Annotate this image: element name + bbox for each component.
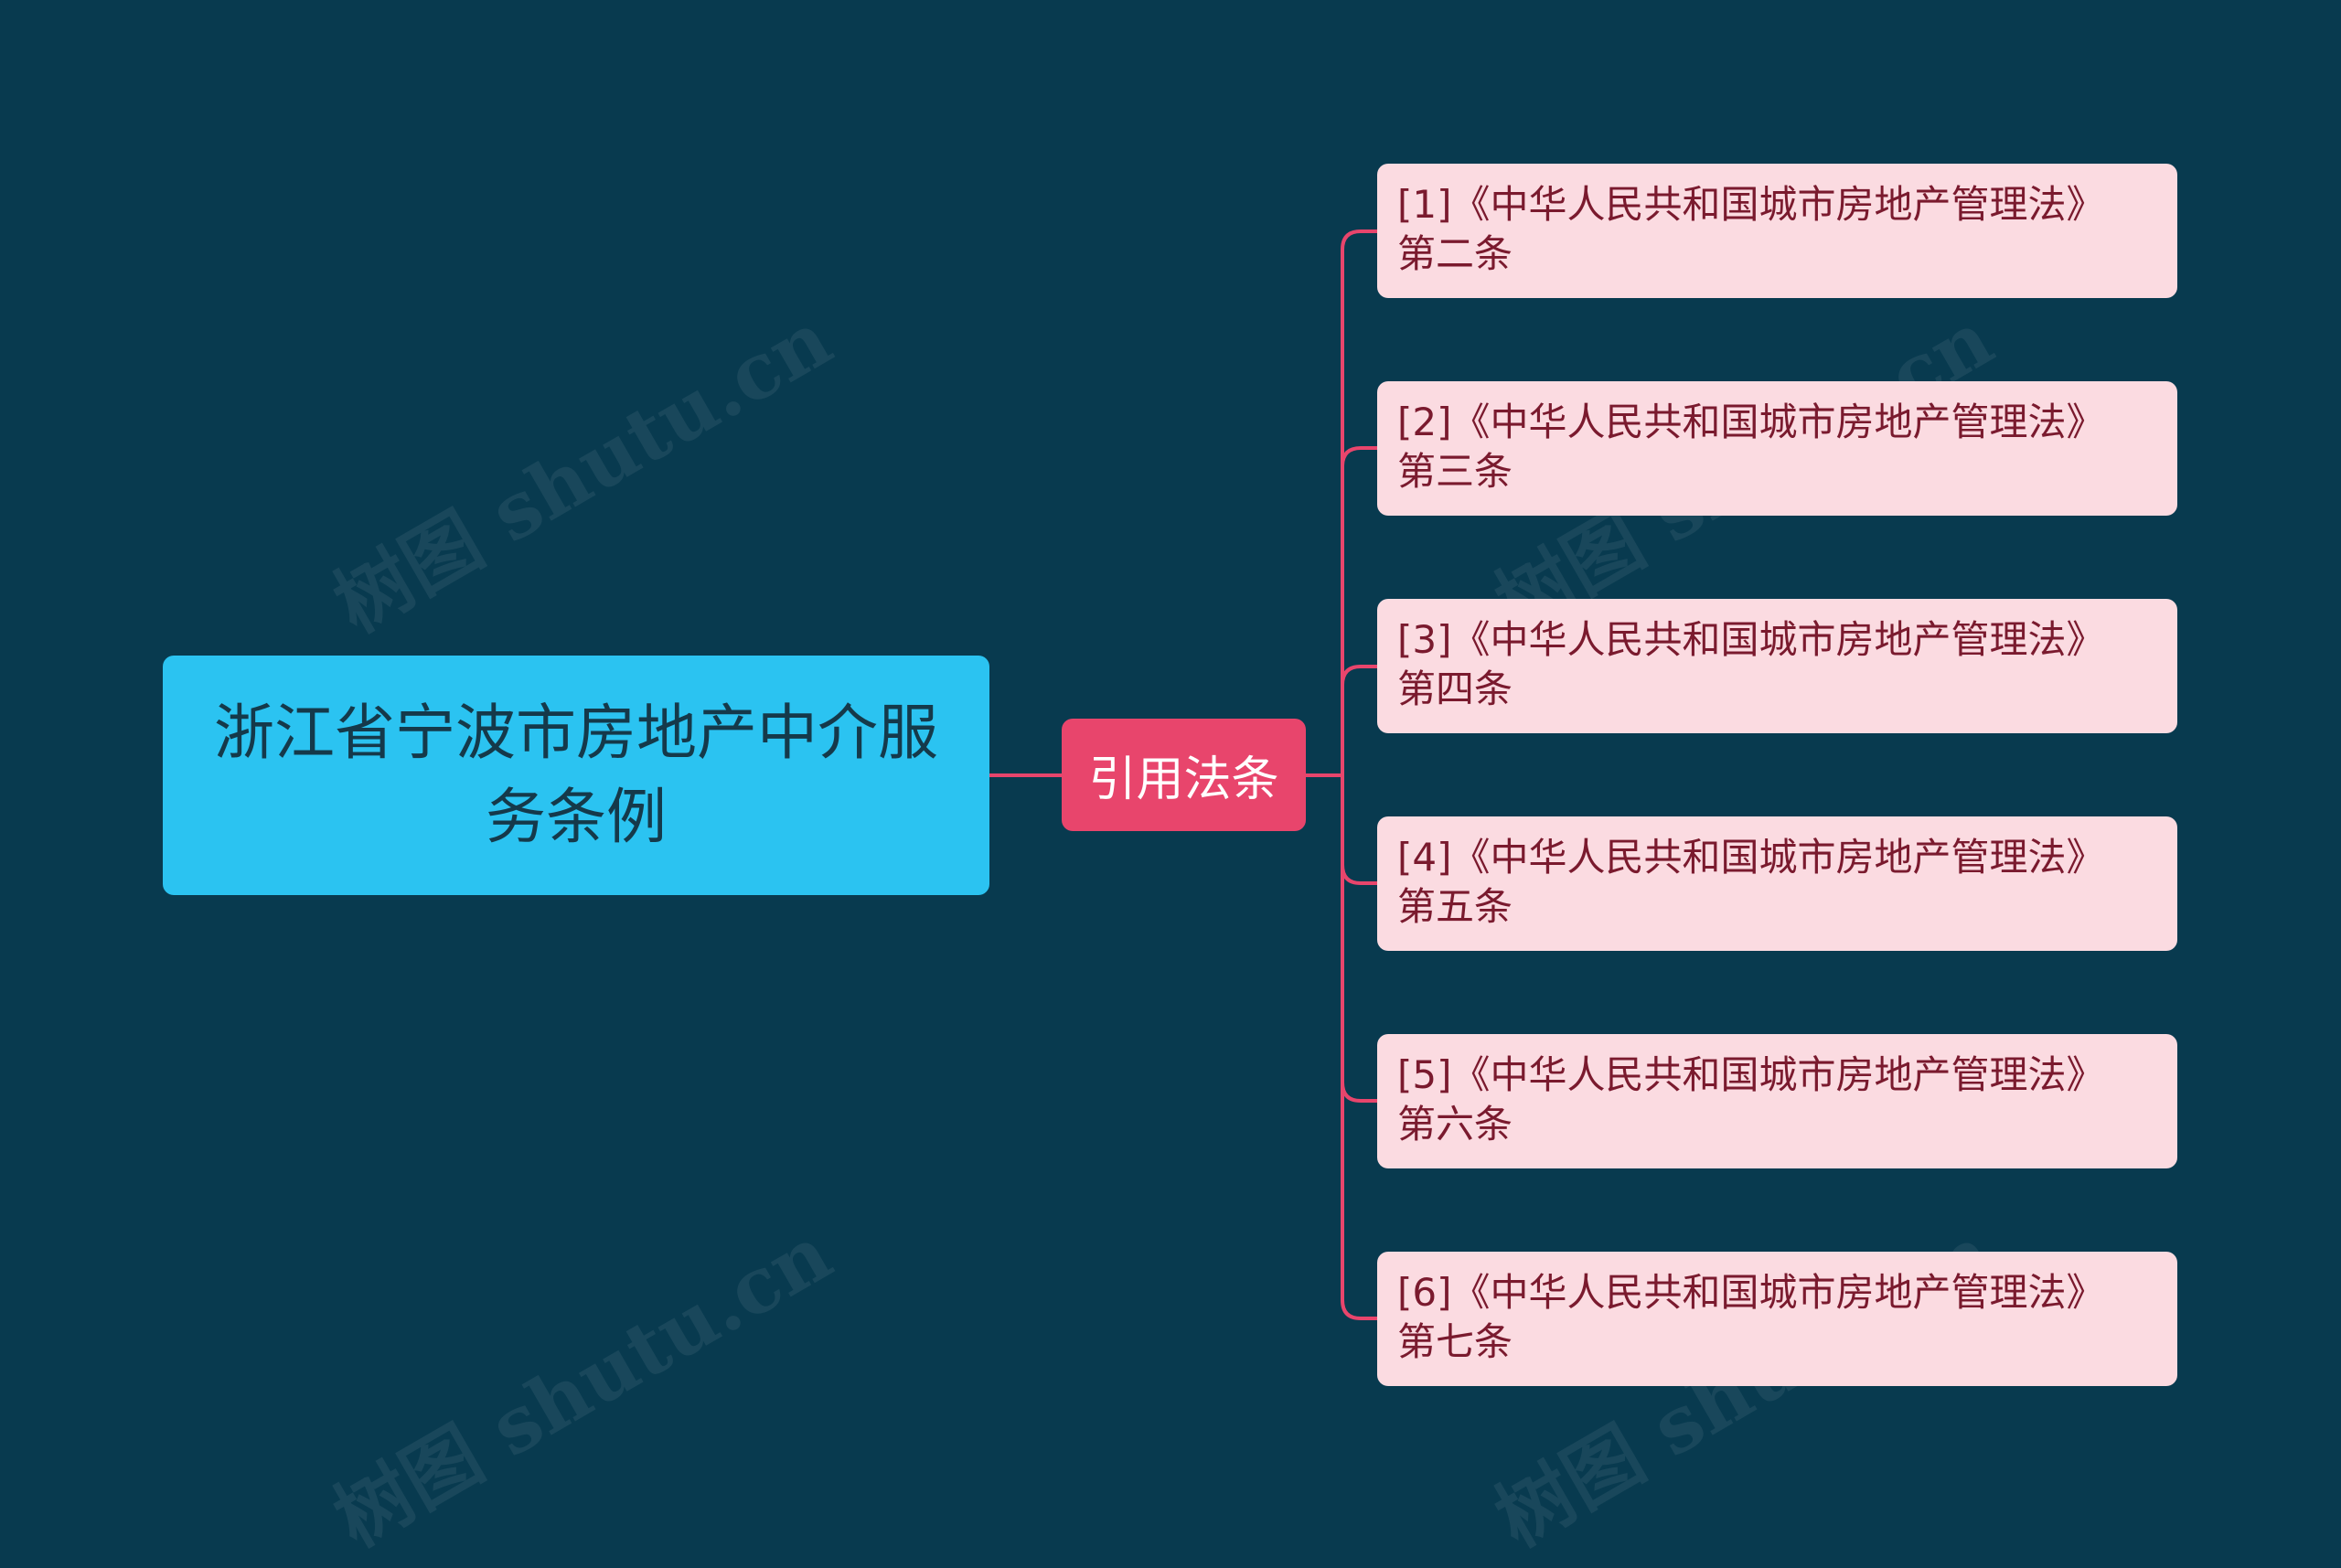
leaf-connector	[1341, 665, 1377, 775]
leaf-topic[interactable]: [3]《中华人民共和国城市房地产管理法》 第四条	[1377, 599, 2177, 733]
branch-topic[interactable]: 引用法条	[1062, 719, 1306, 831]
leaf-topic-label: [5]《中华人民共和国城市房地产管理法》 第六条	[1397, 1052, 2105, 1147]
root-topic[interactable]: 浙江省宁波市房地产中介服务条例	[163, 656, 989, 895]
leaf-connector	[1341, 775, 1377, 1320]
leaf-topic[interactable]: [6]《中华人民共和国城市房地产管理法》 第七条	[1377, 1252, 2177, 1386]
root-topic-label: 浙江省宁波市房地产中介服务条例	[214, 698, 938, 852]
leaf-topic[interactable]: [2]《中华人民共和国城市房地产管理法》 第三条	[1377, 381, 2177, 516]
leaf-topic-label: [2]《中华人民共和国城市房地产管理法》 第三条	[1397, 400, 2105, 494]
leaf-topic-label: [3]《中华人民共和国城市房地产管理法》 第四条	[1397, 617, 2105, 711]
leaf-topic-label: [4]《中华人民共和国城市房地产管理法》 第五条	[1397, 835, 2105, 929]
leaf-connector	[1341, 446, 1377, 775]
leaf-topic[interactable]: [1]《中华人民共和国城市房地产管理法》 第二条	[1377, 164, 2177, 298]
leaf-connector	[1341, 775, 1377, 885]
leaf-topic[interactable]: [4]《中华人民共和国城市房地产管理法》 第五条	[1377, 816, 2177, 951]
leaf-topic-label: [6]《中华人民共和国城市房地产管理法》 第七条	[1397, 1270, 2105, 1364]
leaf-topic-label: [1]《中华人民共和国城市房地产管理法》 第二条	[1397, 182, 2105, 276]
leaf-connector	[1341, 229, 1377, 775]
leaf-connector	[1341, 775, 1377, 1103]
leaf-topic[interactable]: [5]《中华人民共和国城市房地产管理法》 第六条	[1377, 1034, 2177, 1168]
branch-topic-label: 引用法条	[1088, 752, 1279, 807]
